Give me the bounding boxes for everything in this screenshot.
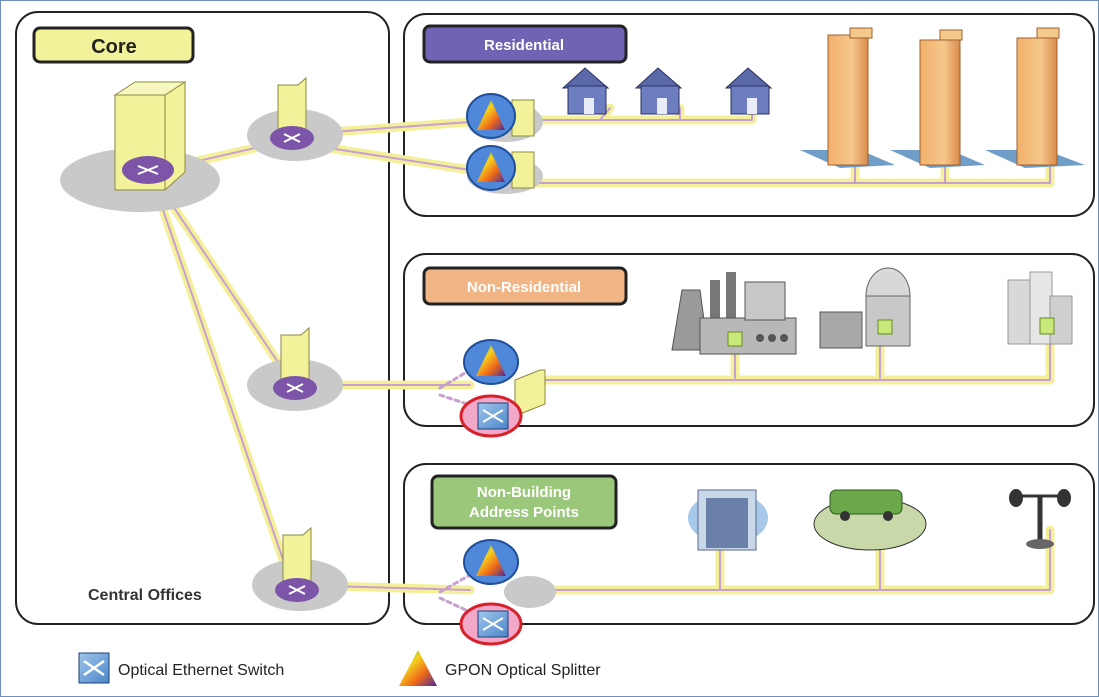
non-residential-tag: Non-Residential (422, 266, 628, 306)
residential-tag: Residential (422, 24, 628, 64)
office-building-icon (1007, 271, 1073, 345)
apartment-tower-2 (890, 29, 985, 168)
edge-router-node-3 (252, 526, 348, 611)
edge-router-node-2 (247, 326, 343, 411)
residential-label: Residential (484, 37, 564, 54)
non-building-tag: Non-Building Address Points (430, 474, 618, 530)
central-offices-label: Central Offices (88, 587, 202, 604)
legend-splitter-label: GPON Optical Splitter (445, 662, 601, 679)
gpon-splitter-icon (399, 650, 437, 686)
street-lamp-icon (1009, 489, 1071, 549)
legend-switch-label: Optical Ethernet Switch (118, 662, 284, 679)
non-residential-label: Non-Residential (467, 279, 581, 296)
non-building-label-line1: Non-Building (477, 484, 571, 501)
residential-splitter-2 (466, 145, 543, 194)
optical-ethernet-switch-icon (78, 652, 110, 684)
core-router-node (60, 81, 220, 212)
core-tag: Core (32, 26, 195, 64)
non-building-access-node (459, 539, 556, 646)
refinery-icon (819, 267, 911, 349)
edge-router-node-1 (247, 76, 343, 161)
factory-icon (671, 272, 797, 355)
house-3 (724, 67, 773, 115)
apartment-tower-1 (800, 27, 895, 168)
non-building-label-line2: Address Points (469, 504, 579, 521)
non-residential-access-node (459, 339, 546, 438)
house-2 (634, 67, 683, 115)
bus-icon (813, 489, 927, 551)
legend: Optical Ethernet Switch GPON Optical Spl… (78, 650, 601, 686)
apartment-tower-3 (985, 27, 1085, 168)
core-label: Core (91, 36, 137, 58)
house-1 (561, 67, 610, 115)
residential-splitter-1 (466, 93, 543, 142)
optical-ethernet-switch-icon (477, 610, 509, 638)
elevator-icon (688, 489, 768, 551)
